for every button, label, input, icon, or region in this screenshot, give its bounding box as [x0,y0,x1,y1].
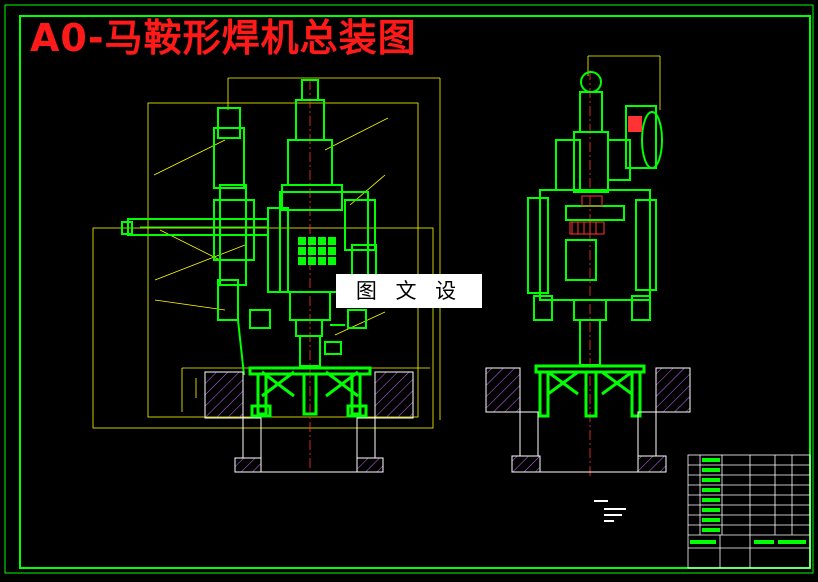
side-view [485,55,691,478]
front-view [92,77,441,473]
lower-spindle [249,291,367,367]
side-body [527,91,657,321]
watermark-label: 图 文 设 计 [336,274,482,337]
side-clamp-linkage [534,364,646,418]
front-dimension-lines [92,77,441,429]
outer-border [4,4,814,574]
side-workpiece [485,367,691,473]
side-red-parts [569,195,605,235]
technical-notes [594,500,626,522]
front-workpiece [204,371,414,473]
side-dimension-lines [587,55,661,110]
front-clamp-linkage [248,366,372,418]
side-motor [625,105,663,169]
inner-border [19,15,811,569]
title-block [687,454,811,569]
drawing-title: A0-马鞍形焊机总装图 [30,16,417,60]
title-block-fills [690,458,806,544]
torch-column [213,107,255,376]
keypad [298,237,336,265]
lifting-ring [580,71,602,93]
